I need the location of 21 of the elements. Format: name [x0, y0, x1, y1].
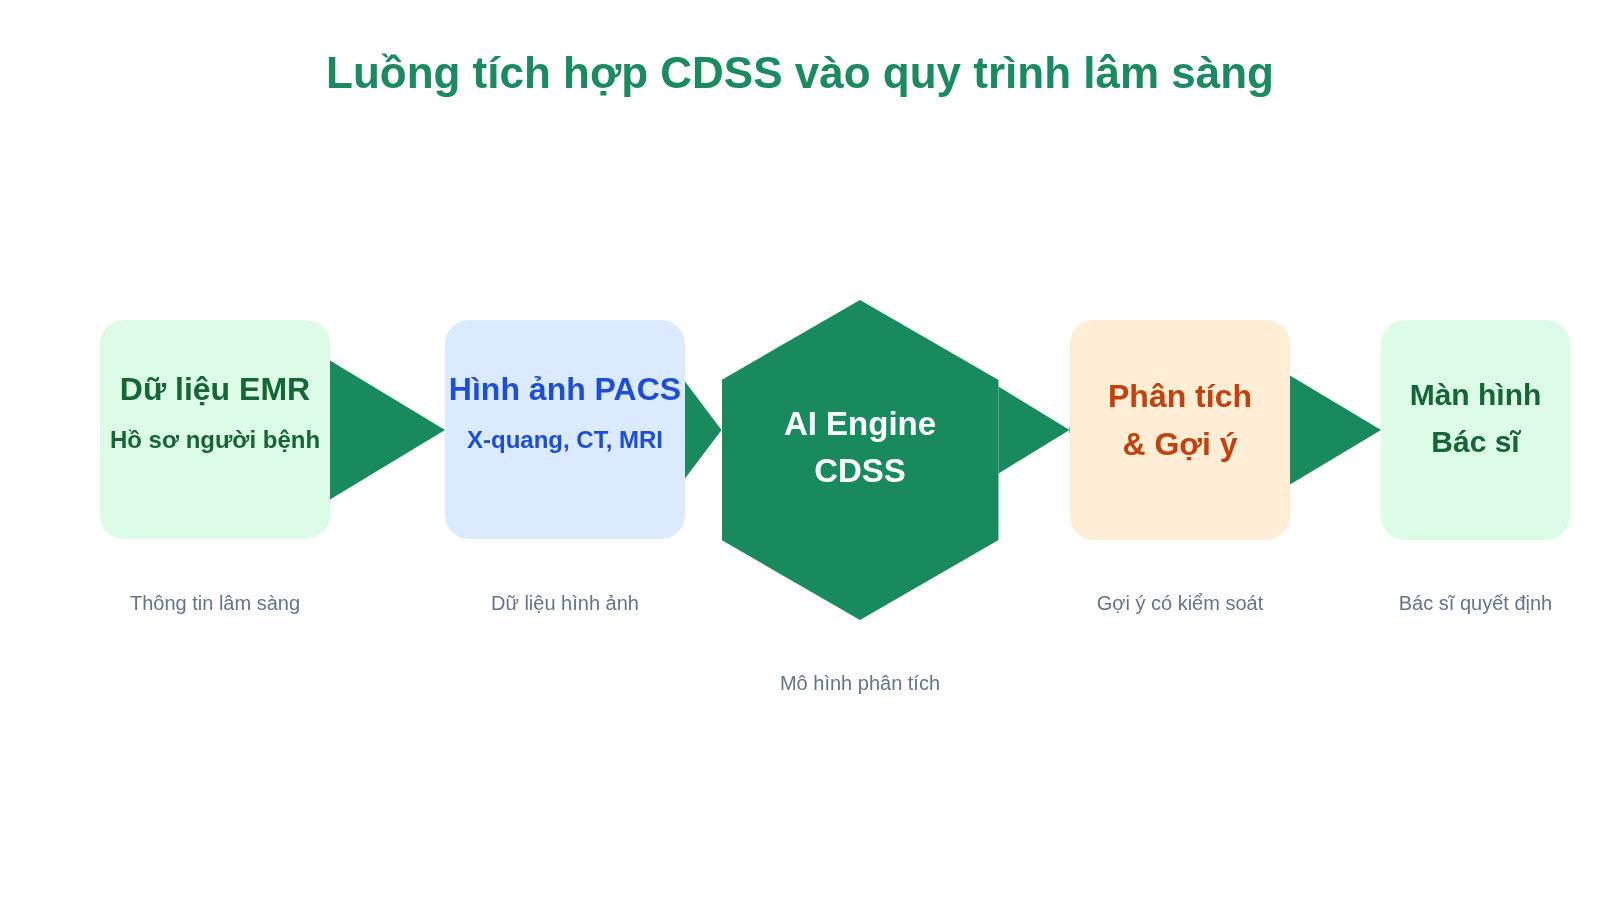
arrow [685, 381, 722, 479]
node-title: Màn hình Bác sĩ [1408, 377, 1543, 460]
arrow [1290, 375, 1381, 485]
process-box [445, 320, 685, 539]
node-subtitle: Hồ sơ người bệnh [109, 425, 321, 455]
process-box [1070, 320, 1290, 540]
node-caption: Gợi ý có kiểm soát [1096, 591, 1264, 615]
diagram-title: Luồng tích hợp CDSS vào quy trình lâm sàng [326, 47, 1274, 99]
node-caption: Mô hình phân tích [779, 671, 941, 695]
node-caption: Bác sĩ quyết định [1398, 591, 1553, 615]
node-caption: Thông tin lâm sàng [129, 591, 301, 615]
node-subtitle: X-quang, CT, MRI [467, 425, 663, 455]
arrow [330, 360, 445, 500]
node-title: Hình ảnh PACS [448, 370, 682, 409]
node-title: AI Engine CDSS [782, 403, 938, 491]
node-title: Phân tích & Gợi ý [1107, 377, 1253, 464]
process-box [1381, 320, 1570, 540]
node-title: Dữ liệu EMR [119, 370, 311, 409]
arrow [998, 386, 1070, 474]
node-caption: Dữ liệu hình ảnh [491, 591, 639, 615]
process-box [100, 320, 330, 539]
